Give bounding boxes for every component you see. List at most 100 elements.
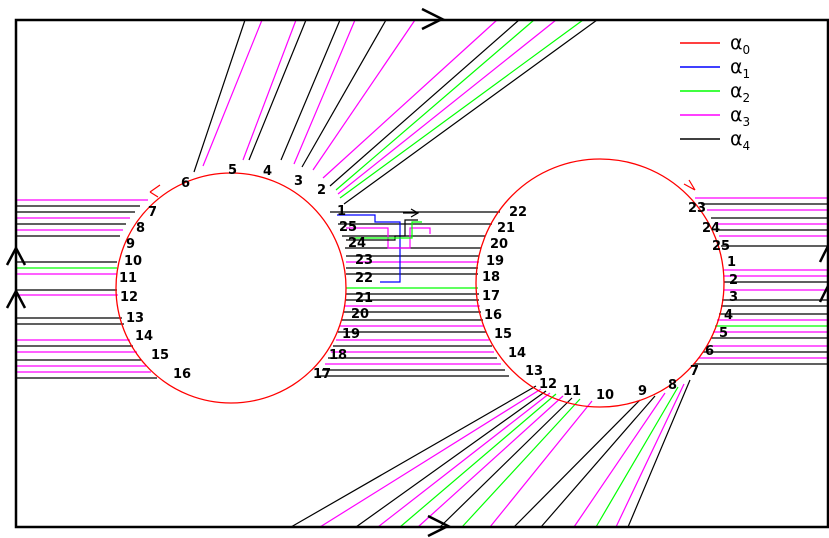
lower-fan-line <box>399 393 557 528</box>
legend-label: α4 <box>730 128 750 153</box>
frame-rectangle <box>14 18 829 529</box>
alpha3-detour <box>346 227 431 249</box>
right-circle-label: 9 <box>638 384 647 399</box>
right-circle-label: 5 <box>719 326 728 341</box>
right-circle-label: 3 <box>729 290 738 305</box>
upper-fan-line <box>242 19 297 161</box>
left-circle-label: 24 <box>348 236 366 251</box>
upper-fan-line <box>337 19 557 195</box>
left-circle-label: 20 <box>351 307 369 322</box>
right-circle-label: 25 <box>712 239 730 254</box>
left-circle-label: 13 <box>126 311 144 326</box>
right-boundary-circle <box>475 158 725 408</box>
left-circle-label: 1 <box>337 204 346 219</box>
right-circle-label: 23 <box>688 201 706 216</box>
upper-fan-line <box>329 19 520 187</box>
left-circle-label: 15 <box>151 348 169 363</box>
arc-lines <box>16 19 828 528</box>
edge-identification-arrows <box>5 7 829 538</box>
bottom-edge-arrow <box>427 514 451 538</box>
lower-fan-line <box>461 398 581 528</box>
right-circle-label: 15 <box>494 327 512 342</box>
alpha1-arrow-head <box>410 208 420 218</box>
left-circle-label: 14 <box>135 329 153 344</box>
left-circle-label: 25 <box>339 220 357 235</box>
lower-fan-line <box>290 385 537 528</box>
left-circle-orientation-arrow <box>149 184 161 198</box>
alpha4-detour <box>346 219 418 241</box>
right-circle-label: 17 <box>482 289 500 304</box>
right-circle-label: 18 <box>482 270 500 285</box>
right-circle-labels: 2324251234567891011121314151617181920212… <box>482 201 738 403</box>
left-circle-label: 12 <box>120 290 138 305</box>
legend-label: α3 <box>730 104 750 129</box>
lower-fan-line <box>377 392 551 528</box>
lower-fan-line <box>489 400 593 528</box>
right-edge-arrow-lower <box>818 285 829 303</box>
lower-fan-line <box>540 395 656 528</box>
right-circle-label: 11 <box>563 384 581 399</box>
right-circle-label: 8 <box>668 378 677 393</box>
right-circle-label: 19 <box>486 254 504 269</box>
right-circle-label: 7 <box>690 364 699 379</box>
left-circle-label: 21 <box>355 291 373 306</box>
right-circle-label: 24 <box>702 221 720 236</box>
right-circle-label: 16 <box>484 308 502 323</box>
legend-label: α2 <box>730 80 750 105</box>
upper-fan-line <box>202 19 263 167</box>
left-circle-label: 2 <box>317 183 326 198</box>
left-circle-label: 18 <box>329 348 347 363</box>
left-circle-label: 6 <box>181 176 190 191</box>
lower-fan-line <box>615 383 685 528</box>
left-circle-label: 3 <box>294 174 303 189</box>
left-circle-label: 4 <box>263 164 272 179</box>
legend-label: α0 <box>730 32 750 57</box>
right-circle-label: 14 <box>508 346 526 361</box>
upper-fan-line <box>322 19 498 179</box>
boundary-circles <box>115 158 725 408</box>
left-circle-label: 22 <box>355 271 373 286</box>
upper-fan-line <box>248 19 307 161</box>
left-boundary-circle <box>115 172 347 404</box>
upper-fan-line <box>301 19 387 168</box>
lower-fan-line <box>573 392 666 528</box>
left-edge-arrow-lower <box>5 288 27 309</box>
left-circle-label: 9 <box>126 237 135 252</box>
right-edge-arrow-upper <box>818 245 829 263</box>
left-circle-label: 7 <box>148 205 157 220</box>
right-circle-label: 4 <box>724 308 733 323</box>
lower-fan-line <box>439 397 573 528</box>
lower-fan-line <box>417 395 564 528</box>
left-circle-label: 16 <box>173 367 191 382</box>
left-circle-label: 19 <box>342 327 360 342</box>
right-circle-label: 21 <box>497 221 515 236</box>
right-circle-label: 10 <box>596 388 614 403</box>
left-circle-label: 8 <box>136 221 145 236</box>
lower-fan-line <box>319 388 542 528</box>
right-circle-label: 1 <box>727 255 736 270</box>
left-circle-label: 23 <box>355 253 373 268</box>
upper-fan-line <box>339 19 584 199</box>
upper-fan-line <box>193 19 246 173</box>
upper-fan-line <box>293 19 356 165</box>
right-circle-label: 13 <box>525 364 543 379</box>
top-edge-arrow <box>421 7 445 31</box>
upper-fan-line <box>312 19 416 171</box>
legend-label: α1 <box>730 56 750 81</box>
right-circle-label: 20 <box>490 237 508 252</box>
upper-fan-line <box>335 19 535 191</box>
right-circle-label: 12 <box>539 377 557 392</box>
left-circle-label: 10 <box>124 254 142 269</box>
left-circle-label: 5 <box>228 163 237 178</box>
right-circle-label: 6 <box>705 344 714 359</box>
right-circle-orientation-arrow <box>683 179 696 191</box>
alpha2-detour <box>349 221 422 239</box>
alpha1-arc <box>337 214 401 283</box>
lower-fan-line <box>595 386 679 528</box>
right-circle-label: 2 <box>729 273 738 288</box>
upper-fan-line <box>343 19 598 205</box>
upper-fan-line <box>280 19 341 161</box>
